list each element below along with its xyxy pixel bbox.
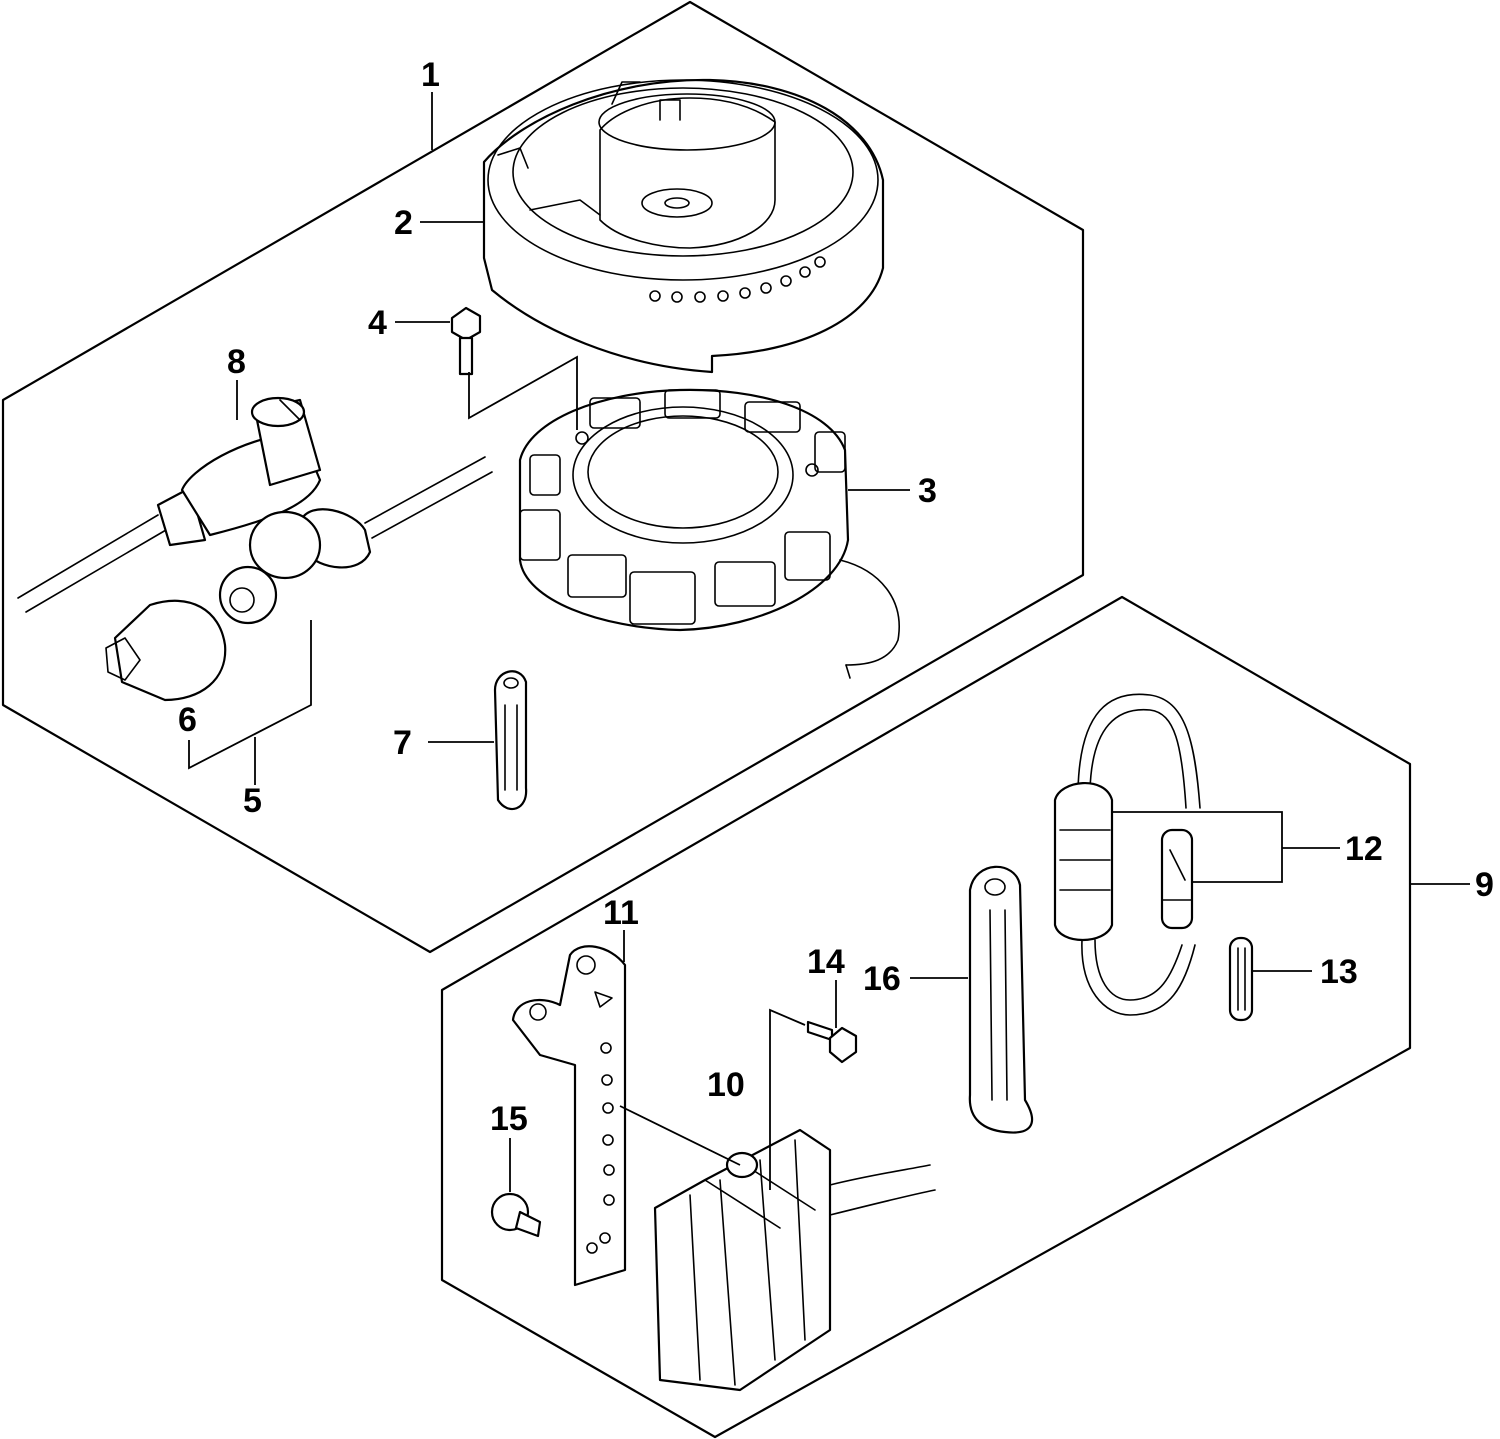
- callout-6: 6: [178, 701, 197, 739]
- connector-cable: [17, 396, 322, 613]
- rectifier: [653, 1128, 936, 1392]
- callout-4: 4: [368, 304, 387, 342]
- callout-1: 1: [421, 56, 440, 94]
- leader-14-bolt: [769, 1008, 806, 1190]
- grommet: [490, 1192, 542, 1238]
- callout-7: 7: [393, 724, 412, 762]
- mounting-bracket: [511, 945, 627, 1287]
- kit-1-boundary: [1, 0, 1085, 954]
- leader-4-to-stator: [468, 355, 578, 430]
- callout-9: 9: [1475, 866, 1494, 904]
- bolt: [450, 306, 482, 376]
- stator: [518, 388, 900, 679]
- kit-9-boundary: [440, 595, 1412, 1439]
- ground-strap-small: [493, 670, 528, 811]
- callout-12: 12: [1345, 830, 1383, 868]
- callout-8: 8: [227, 343, 246, 381]
- callout-16: 16: [863, 960, 901, 998]
- callout-10: 10: [707, 1066, 745, 1104]
- ground-strap-large: [968, 865, 1034, 1134]
- leader-12-bracket: [1112, 811, 1283, 883]
- callout-15: 15: [490, 1100, 528, 1138]
- callout-2: 2: [394, 204, 413, 242]
- callout-14: 14: [807, 943, 845, 981]
- flywheel: [482, 78, 885, 374]
- leader-10-bracket: [619, 1105, 741, 1166]
- connector-assembly: [105, 456, 493, 702]
- small-bolt: [806, 1020, 858, 1064]
- leader-5-6: [188, 620, 312, 770]
- sleeve: [1228, 936, 1254, 1022]
- fuse: [1160, 828, 1194, 930]
- callout-13: 13: [1320, 953, 1358, 991]
- callout-5: 5: [243, 782, 262, 820]
- callout-3: 3: [918, 472, 937, 510]
- callout-11: 11: [603, 894, 639, 932]
- fuse-holder: [1053, 693, 1201, 1016]
